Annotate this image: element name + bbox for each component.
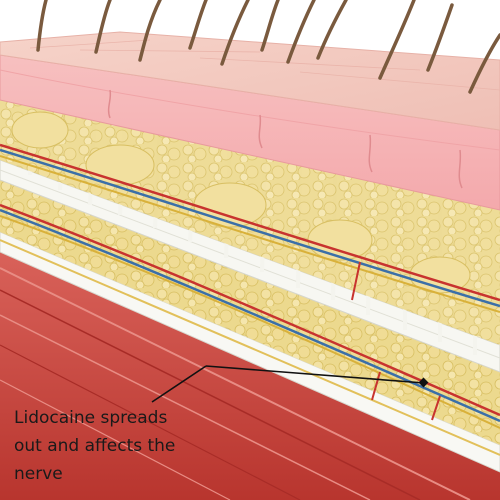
hair-strands — [36, 0, 500, 94]
annotation-caption: Lidocaine spreads out and affects the ne… — [14, 408, 176, 484]
annotation-pointer — [151, 365, 429, 403]
lower-fat-layer — [0, 175, 500, 445]
upper-vessels — [0, 143, 500, 313]
pointer-marker — [418, 377, 429, 388]
lower-vessels — [0, 203, 500, 429]
muscle-layer — [0, 250, 500, 500]
